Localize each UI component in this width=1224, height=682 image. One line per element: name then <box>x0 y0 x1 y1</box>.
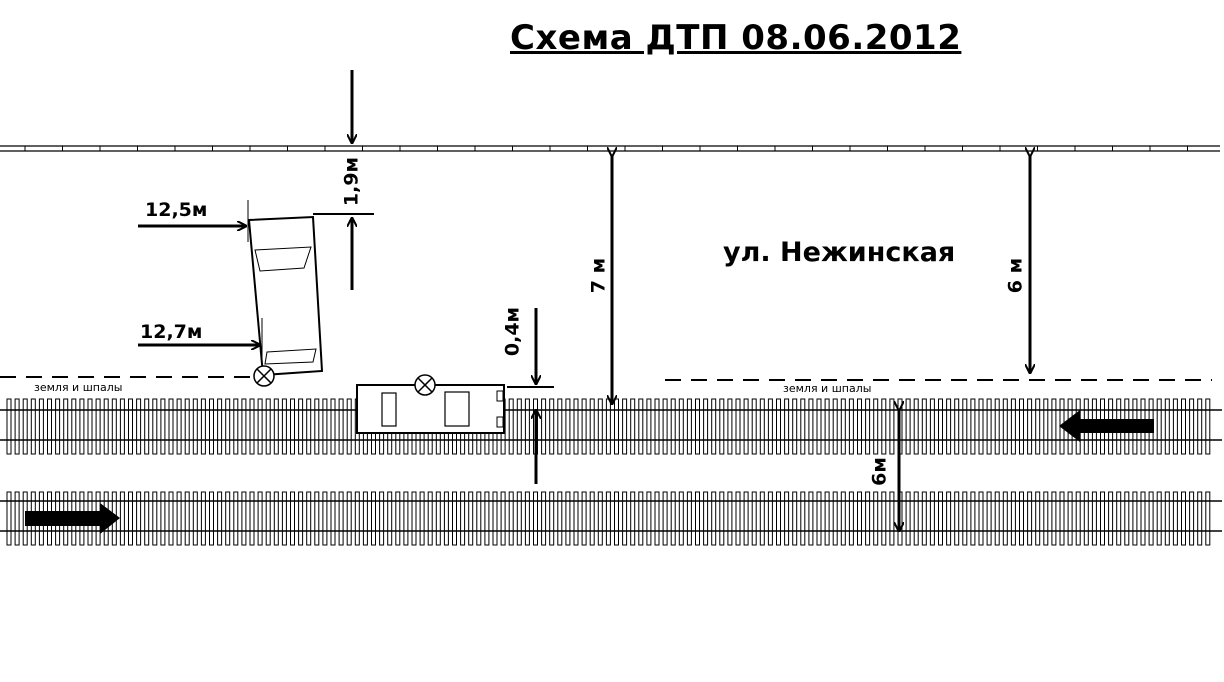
road-width-right-label: 6 м <box>1004 257 1027 294</box>
direction-arrow-right-icon <box>25 503 120 534</box>
page-title: Схема ДТП 08.06.2012 <box>510 18 962 58</box>
tram-gap-label: 0,4м <box>501 306 524 357</box>
track-spacing-label: 6м <box>868 457 891 486</box>
car-front-distance-label: 12,5м <box>145 199 208 221</box>
ground-label-right: земля и шпалы <box>783 382 872 395</box>
car-impact-point-icon <box>253 365 275 387</box>
curb-line <box>0 145 1220 152</box>
street-name: ул. Нежинская <box>723 237 956 268</box>
direction-arrow-left-icon <box>1059 410 1154 442</box>
car-rear-distance-label: 12,7м <box>140 321 203 343</box>
impact-point-icon <box>414 374 436 396</box>
ground-label-left: земля и шпалы <box>34 381 123 394</box>
tram-track-upper <box>0 398 1222 455</box>
car <box>247 215 324 377</box>
road-width-left-label: 7 м <box>587 257 610 294</box>
tram-track-lower <box>0 491 1222 546</box>
car-to-curb-label: 1,9м <box>340 156 363 207</box>
